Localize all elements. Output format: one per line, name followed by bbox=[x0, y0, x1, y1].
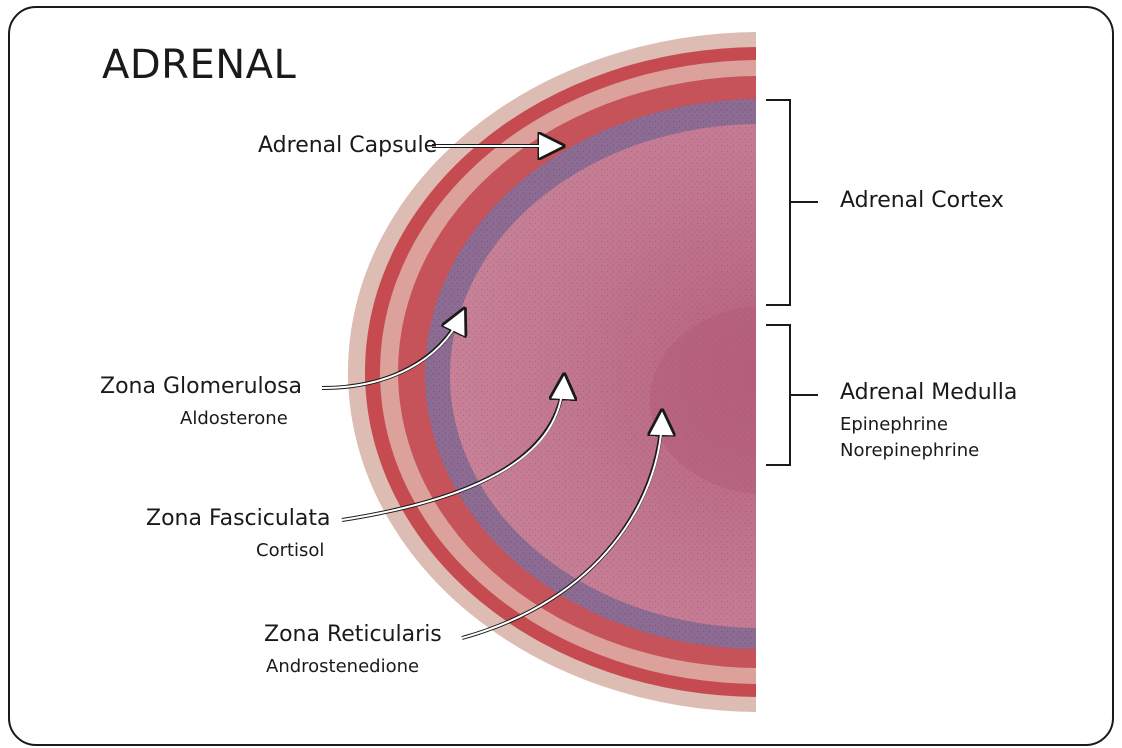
reticularis-hormone: Androstenedione bbox=[266, 656, 419, 677]
reticularis-label: Zona Reticularis bbox=[264, 622, 442, 647]
medulla-label: Adrenal Medulla bbox=[840, 380, 1017, 405]
cortex-label: Adrenal Cortex bbox=[840, 188, 1004, 213]
cortex-bracket bbox=[766, 100, 818, 305]
medulla-hormone-epinephrine: Epinephrine bbox=[840, 414, 948, 435]
tissue-section bbox=[348, 32, 1122, 712]
medulla-bracket bbox=[766, 325, 818, 465]
glomerulosa-hormone: Aldosterone bbox=[180, 408, 288, 429]
medulla-hormone-norepinephrine: Norepinephrine bbox=[840, 440, 979, 461]
diagram-title: ADRENAL bbox=[102, 42, 296, 88]
fasciculata-hormone: Cortisol bbox=[256, 540, 324, 561]
fasciculata-label: Zona Fasciculata bbox=[146, 506, 330, 531]
glomerulosa-label: Zona Glomerulosa bbox=[100, 374, 302, 399]
capsule-label: Adrenal Capsule bbox=[258, 133, 437, 158]
